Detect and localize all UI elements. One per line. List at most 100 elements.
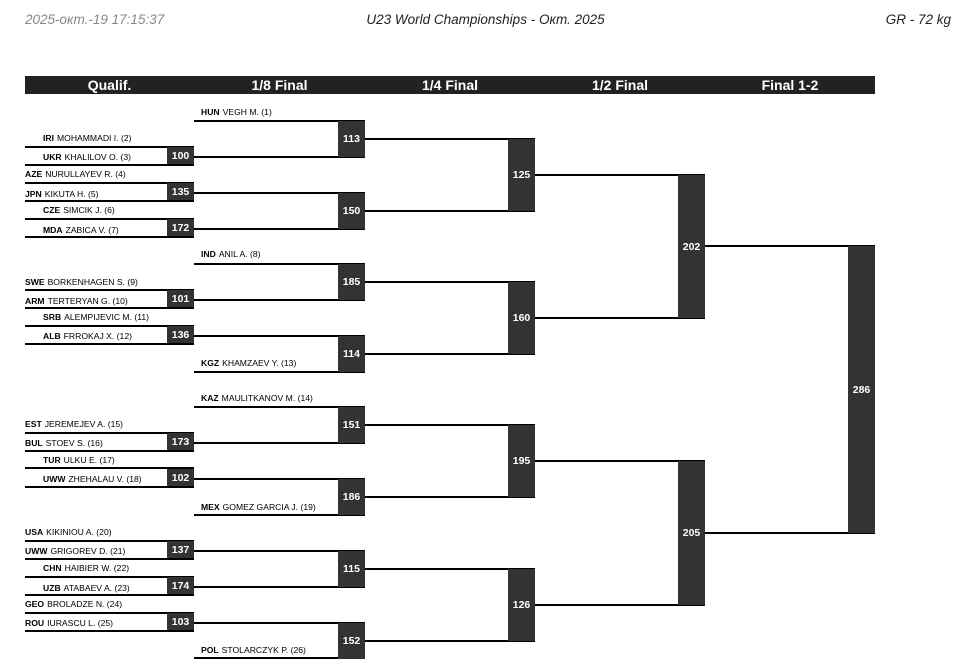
bracket-line: [194, 335, 365, 337]
bracket-line: [535, 174, 705, 176]
bracket-line: [25, 236, 194, 238]
bracket-line: [194, 514, 365, 516]
bracket-line: [194, 406, 365, 408]
bout-number-box[interactable]: 101: [167, 290, 194, 307]
bracket-line: [25, 558, 194, 560]
bout-number-box[interactable]: 102: [167, 469, 194, 486]
bout-number-box[interactable]: 103: [167, 613, 194, 630]
bracket-line: [365, 640, 535, 642]
event-title: U23 World Championships - Окт. 2025: [366, 12, 605, 27]
weight-category: GR - 72 kg: [885, 12, 951, 27]
bout-number-box[interactable]: 286: [848, 246, 875, 533]
bracket-line: [535, 604, 705, 606]
bout-number-box[interactable]: 174: [167, 577, 194, 594]
column-header-final: Final 1-2: [705, 76, 875, 94]
timestamp: 2025-окт.-19 17:15:37: [25, 12, 165, 27]
bracket-line: [25, 343, 194, 345]
bracket-line: [194, 263, 365, 265]
bracket-line: [365, 353, 535, 355]
bout-number-box[interactable]: 137: [167, 541, 194, 558]
column-header-quarter-final: 1/4 Final: [365, 76, 535, 94]
bout-number-box[interactable]: 186: [338, 479, 365, 515]
bout-number-box[interactable]: 173: [167, 433, 194, 450]
bracket-line: [194, 371, 365, 373]
bout-number-box[interactable]: 125: [508, 139, 535, 211]
bracket-line: [194, 299, 365, 301]
bracket-line: [25, 540, 194, 542]
bracket-line: [25, 307, 194, 309]
bracket-line: [535, 317, 705, 319]
bout-number-box[interactable]: 115: [338, 551, 365, 587]
bout-number-box[interactable]: 113: [338, 121, 365, 157]
bracket-line: [365, 281, 535, 283]
column-header-eighth-final: 1/8 Final: [194, 76, 365, 94]
bracket-line: [25, 630, 194, 632]
bracket-line: [25, 325, 194, 327]
bracket-line: [365, 568, 535, 570]
bracket-line: [194, 550, 365, 552]
bout-number-box[interactable]: 151: [338, 407, 365, 443]
bout-number-box[interactable]: 100: [167, 147, 194, 164]
bracket-line: [194, 478, 365, 480]
bracket-line: [25, 486, 194, 488]
bout-number-box[interactable]: 126: [508, 569, 535, 641]
column-header-qualif: Qualif.: [25, 76, 194, 94]
bracket-line: [194, 156, 365, 158]
bracket-line: [365, 138, 535, 140]
bracket-line: [194, 228, 365, 230]
bout-number-box[interactable]: 150: [338, 193, 365, 229]
bracket-line: [194, 192, 365, 194]
bracket-line: [535, 460, 705, 462]
bracket-line: [194, 657, 365, 659]
bout-number-box[interactable]: 195: [508, 425, 535, 497]
bracket-line: [25, 200, 194, 202]
bracket-line: [705, 532, 875, 534]
bracket-line: [365, 424, 535, 426]
bracket-line: [194, 586, 365, 588]
bracket-line: [194, 120, 365, 122]
bout-number-box[interactable]: 136: [167, 326, 194, 343]
bout-number-box[interactable]: 114: [338, 336, 365, 372]
bracket-line: [25, 289, 194, 291]
bout-number-box[interactable]: 152: [338, 623, 365, 659]
bout-number-box[interactable]: 172: [167, 219, 194, 236]
bout-number-box[interactable]: 205: [678, 461, 705, 605]
bracket-line: [25, 218, 194, 220]
bout-number-box[interactable]: 135: [167, 183, 194, 200]
bout-number-box[interactable]: 160: [508, 282, 535, 354]
bout-number-box[interactable]: 202: [678, 175, 705, 318]
bracket-line: [25, 594, 194, 596]
bracket-line: [194, 442, 365, 444]
bracket-line: [25, 612, 194, 614]
bracket-line: [25, 467, 194, 469]
bracket-line: [25, 432, 194, 434]
bracket-line: [705, 245, 875, 247]
bout-number-box[interactable]: 185: [338, 264, 365, 300]
bracket-line: [25, 576, 194, 578]
bracket-line: [365, 496, 535, 498]
bracket-line: [25, 450, 194, 452]
column-header-semi-final: 1/2 Final: [535, 76, 705, 94]
bracket-line: [25, 182, 194, 184]
bracket-line: [25, 164, 194, 166]
